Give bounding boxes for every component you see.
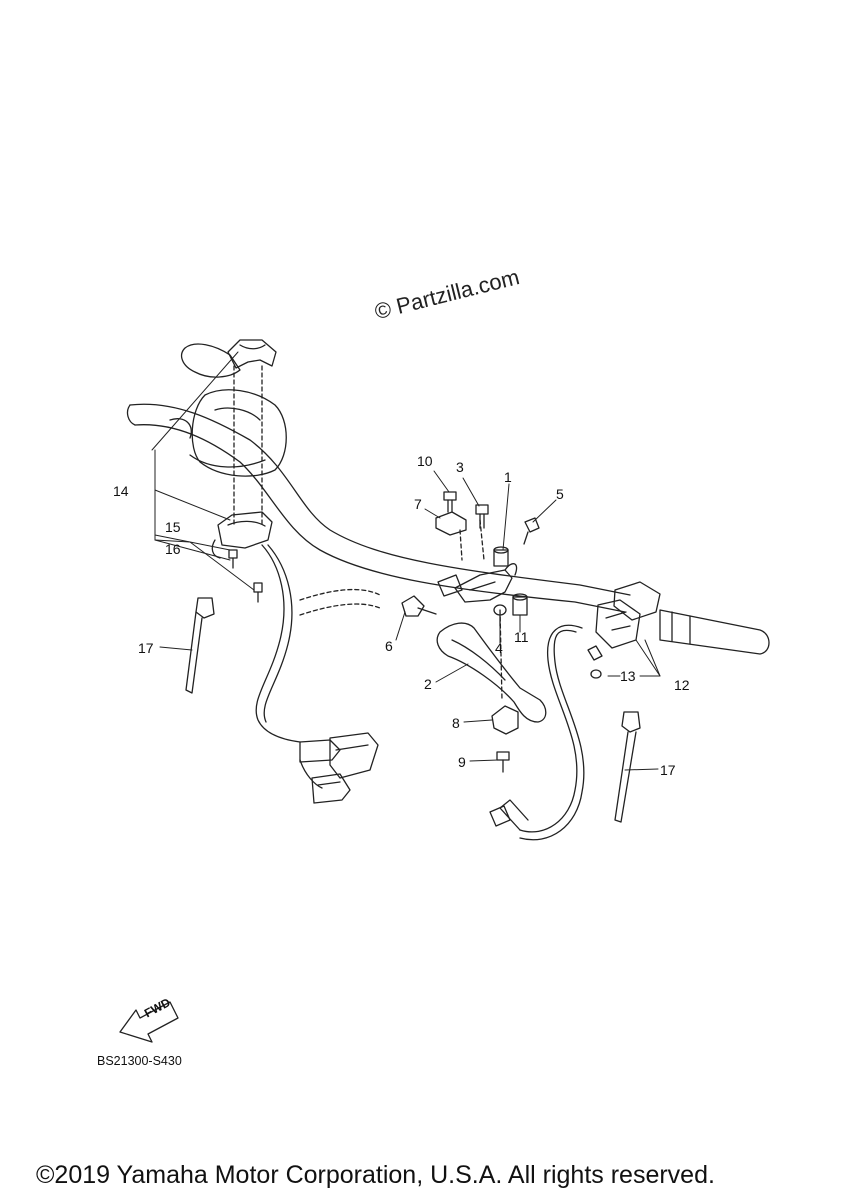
- callout-6: 6: [385, 638, 393, 654]
- left-switch-wire: [255, 544, 379, 804]
- callout-17-right: 17: [660, 762, 676, 778]
- callout-11: 11: [514, 629, 529, 645]
- fwd-arrow-icon: [119, 1001, 179, 1043]
- callout-1: 1: [504, 469, 512, 485]
- callout-12: 12: [674, 677, 690, 693]
- callout-4: 4: [495, 640, 503, 656]
- switch-holder-top: [227, 339, 277, 369]
- callout-2: 2: [424, 676, 432, 692]
- right-grip: [659, 609, 770, 655]
- callout-13: 13: [620, 668, 636, 684]
- cable-tie-left: [185, 597, 215, 694]
- callout-7: 7: [414, 496, 422, 512]
- part-9: [496, 751, 510, 773]
- screw-13: [590, 669, 602, 679]
- callout-3: 3: [456, 459, 464, 475]
- part-6: [401, 595, 437, 617]
- part-7: [435, 511, 467, 536]
- callout-16: 16: [165, 541, 181, 557]
- copyright-notice: ©2019 Yamaha Motor Corporation, U.S.A. A…: [36, 1161, 715, 1189]
- callout-14: 14: [113, 483, 129, 499]
- handlebar: [126, 403, 631, 616]
- callout-5: 5: [556, 486, 564, 502]
- left-switch-lower: [211, 511, 273, 559]
- callout-8: 8: [452, 715, 460, 731]
- callout-9: 9: [458, 754, 466, 770]
- leader-lines: [151, 351, 661, 771]
- callout-17-left: 17: [138, 640, 154, 656]
- screw-16: [253, 582, 263, 603]
- diagram-code: BS21300-S430: [97, 1054, 182, 1068]
- holder-bolt: [493, 546, 509, 567]
- right-switch-wire: [489, 624, 585, 841]
- part-4: [493, 604, 507, 627]
- left-grip: [169, 343, 287, 477]
- bolt-5: [523, 517, 540, 545]
- part-8: [491, 705, 519, 735]
- bolt-3: [475, 504, 489, 529]
- lever-holder: [437, 563, 518, 603]
- part-11: [512, 593, 528, 616]
- bolt-10: [443, 491, 457, 513]
- projection-lines: [233, 365, 503, 701]
- screw-15: [228, 549, 238, 569]
- clutch-lever: [436, 622, 547, 723]
- callout-15: 15: [165, 519, 181, 535]
- cable-tie-right: [614, 711, 641, 823]
- callout-10: 10: [417, 453, 433, 469]
